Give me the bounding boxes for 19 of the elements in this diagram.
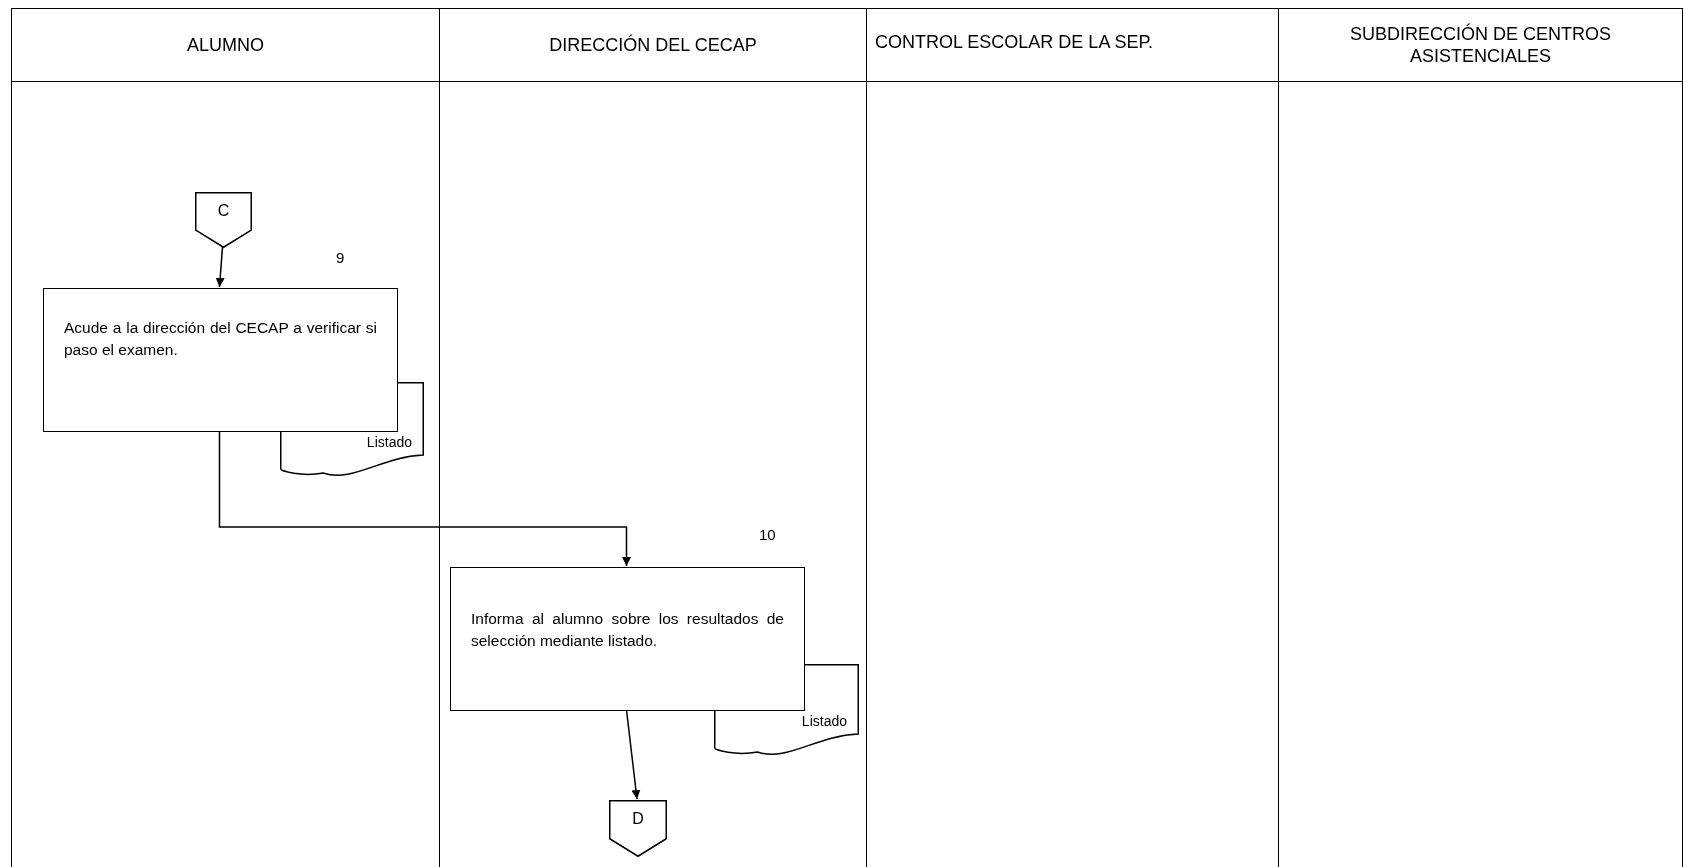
connector-letter: C: [216, 202, 231, 221]
swimlane: [866, 8, 1278, 867]
lane-header: CONTROL ESCOLAR DE LA SEP.: [867, 9, 1278, 82]
arrow: [215, 246, 225, 288]
connector-letter: D: [631, 810, 645, 829]
process-text: Acude a la dirección del CECAP a verificar si paso el examen.: [64, 318, 377, 360]
document-label: Listado: [801, 713, 847, 729]
lane-header: ALUMNO: [12, 9, 439, 82]
lane-header: DIRECCIÓN DEL CECAP: [440, 9, 866, 82]
swimlane: [1278, 8, 1683, 867]
arrow: [625, 709, 641, 800]
step-number: 9: [336, 248, 345, 268]
document-label: Listado: [366, 434, 412, 450]
swimlane: [11, 8, 439, 867]
swimlane: [439, 8, 866, 867]
step-number: 10: [759, 525, 776, 545]
arrow: [218, 430, 631, 567]
lane-header: SUBDIRECCIÓN DE CENTROS ASISTENCIALES: [1279, 9, 1682, 82]
process-text: Informa al alumno sobre los resultados de selección mediante listado.: [471, 609, 784, 651]
